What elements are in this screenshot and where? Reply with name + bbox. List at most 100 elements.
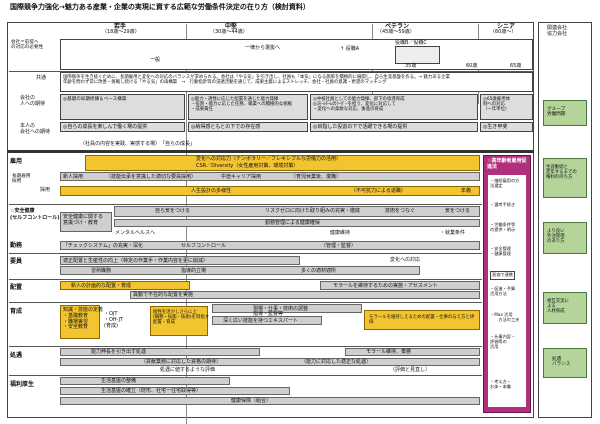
dev-ojt: ・OJT ・Off-JT (育成) [104, 311, 123, 329]
row-label-longterm: 長期雇用 採用 [12, 174, 31, 185]
row-label-hiring: 採用 [40, 187, 51, 193]
personal-expect-1-text: ◎自らの成長を楽しんで働く場の提供 [63, 124, 148, 130]
company-expect-3-text: ◎中核社員としての能力発揮、部下の指導育成 ◎ｽﾓｰﾙﾁｰﾑのﾘｰﾀﾞｰを担う、… [313, 97, 405, 113]
welfare-band-2: 生活基盤の確立（財形、社宅一住宅取得等） [60, 387, 290, 395]
timeline-box [60, 39, 533, 70]
treatment-text-5: モラール維持、奏勝 [366, 349, 412, 355]
life-design-text: 人生設計の多様性 [191, 188, 232, 194]
company-expect-1-text: ◎基礎の早期修練＆ベース構築 [63, 97, 127, 102]
dev-morale: モラールを維持しえるための配置・仕事の与え方と評価 [364, 310, 480, 330]
dev-morale-text: モラールを維持しえるための配置・仕事の与え方と評価 [369, 315, 475, 326]
check-system-band: 「チェックシステム」の充実・深化 セルフコントロール （管理・監督） [60, 241, 480, 250]
green-box-3: より良い 外注管理 のあり方 [543, 222, 587, 254]
hiring-skill: （技能伝承を意識した適切な要員採用） [106, 173, 197, 180]
veteran-label: ベテラン [385, 23, 410, 30]
young-age: （18歳～29歳） [102, 29, 140, 35]
pink-item-2: ・選考手続き [490, 202, 516, 207]
life-design-band: 人生設計の多様性 （不可抗力による退職） 年義 [60, 186, 480, 196]
senior-age: （60歳～） [490, 29, 517, 35]
work-conditions: ・就業条件 [440, 230, 466, 236]
age-35: 35歳 [405, 63, 417, 69]
personal-expect-2-text: ◎納得感ともとの下での存在感 [191, 124, 261, 130]
treatment-text-3: 処遇に値するような評価 [160, 367, 216, 373]
row-label-staffing: 要員 [10, 258, 23, 265]
row-label-common: 共通 [36, 75, 47, 81]
row-divider [9, 204, 482, 205]
related-header: 関連会社 協力会社 [547, 25, 568, 37]
safety-education: 安全健康に関する 意識づけ・教育 [60, 212, 112, 232]
row-divider [9, 279, 482, 280]
mid-age: （30歳～44歳） [210, 29, 248, 35]
row-label-development: 育成 [10, 308, 23, 315]
staffing-text-3: 指導的立場 [181, 267, 207, 274]
treatment-morale: モラール維持、奏勝 [345, 348, 480, 356]
dev-individual-text: 個性を活かしさらに上 (職務・技能・技術)を目指す 配置・育成 [153, 310, 210, 326]
header-row: 若手 （18歳～29歳） 中堅 （30歳～44歳） ベテラン （45歳～59歳）… [60, 23, 533, 38]
dev-individual: 個性を活かしさらに上 (職務・技能・技術)を目指す 配置・育成 [150, 306, 210, 336]
self-control-text: セルフコントロール [181, 242, 227, 249]
premise-label: 会社＝前提へ の対応の必要性 [11, 40, 44, 51]
row-label-personal-expect: 本人の 会社への期待 [20, 123, 51, 135]
common-text: 国際競争を生き抜くために、長期雇用と変化への対応のバランスが求められる。会社は「… [63, 75, 450, 86]
staffing-text-4: 多くの適材適所 [301, 267, 337, 274]
hiring-band: 新人採用 （技能伝承を意識した適切な要員採用） 中途キャリア採用 （育児休業後、… [60, 172, 480, 181]
pink-item-9: ・考え方・ お体・本働 [490, 379, 511, 389]
row-divider [9, 302, 482, 303]
elderly-title: ☆高年齢者雇用促進法 [487, 158, 527, 170]
placement-band: 異動で不在的な配置を実施 [130, 291, 480, 299]
pink-chip: 直協で連携 [490, 271, 515, 280]
hiring-new: 新人採用 [63, 173, 84, 180]
mid-label: 中堅 [225, 23, 238, 30]
placement-morale: モラールを維持するための実施・アセスメント [320, 281, 480, 290]
row-label-employment: 雇用 [10, 158, 23, 165]
timeline-ladder [395, 46, 440, 64]
pink-item-4: ・安全管理 ・健康管理 [490, 246, 511, 256]
timeline-post-a: ↑ 役職A [340, 46, 360, 52]
pink-items-panel: ・継続雇用の方 法選定 ・選考手続き ・労働条件等 の提供・明示 ・安全管理 ・… [488, 175, 526, 407]
staffing-text-2: 習熟職務 [91, 267, 112, 274]
section-separator [7, 150, 534, 153]
green-text-4: 相互交流に よる 人材育成 [547, 299, 569, 315]
treatment-text-4: （能力に対応した適正な処遇） [301, 359, 372, 365]
row-divider [9, 346, 482, 347]
pink-item-1: ・継続雇用の方 法選定 [490, 178, 520, 188]
veteran-age: （45歳～59歳） [377, 29, 415, 35]
timeline-general: 一般 [150, 57, 161, 63]
work-management-text: 勤務管理による健康確保 [265, 220, 320, 226]
row-divider [9, 375, 482, 376]
company-expect-2-text: ◎能力・適性に応じた配置を通じた能力発揮 ・役割・能力に応じた任務、職業への積極… [191, 97, 292, 113]
personal-expect-4-text: ◎生き甲斐 [483, 124, 508, 130]
green-box-2: 生涯勤続と 定年するまでの 権利の持ち方 [543, 158, 587, 198]
row-label-placement: 配置 [10, 284, 23, 291]
dev-supervision-text: 現場・仕事・技術の調整 指導・監督等 [253, 305, 309, 318]
row-label-work: 勤務 [10, 242, 23, 249]
related-frame [538, 22, 592, 418]
dev-basic: 知識・技能の定着 ・基礎教育 ・職場実習 ・安全教育 [60, 305, 103, 339]
company-expect-3: ◎中核社員としての能力発揮、部下の指導育成 ◎ｽﾓｰﾙﾁｰﾑのﾘｰﾀﾞｰを担う、… [310, 94, 478, 120]
green-box-4: 相互交流に よる 人材育成 [543, 292, 587, 324]
staffing-band-2: 習熟職務 指導的立場 多くの適材適所 [60, 266, 420, 275]
health-maintain: 健康維持 [330, 230, 351, 236]
supervision-text: （管理・監督） [321, 242, 357, 249]
welfare-band-3: 健康保険（組合） [60, 397, 480, 405]
young-label: 若手 [114, 23, 127, 30]
pink-item-7: ・Max 活用 方法の工夫 [490, 312, 520, 322]
green-text-5: 処遇 バランス [552, 357, 571, 368]
timeline-ippan: 一律から選抜へ [245, 45, 281, 51]
staffing-change: 変化への対応 [390, 257, 421, 263]
green-text-3: より良い 外注管理 のあり方 [547, 229, 565, 245]
safety-tech: 技術をつなぐ [385, 208, 416, 214]
mental-health: メンタルヘルスへ [115, 230, 156, 236]
employment-band-2: CSR／Diversity（女性雇用対策、環境対策） [196, 163, 299, 169]
personal-expect-2: ◎納得感ともとの下での存在感 [188, 122, 308, 132]
welfare-text-2: 生活基盤の確立（財形、社宅一住宅取得等） [101, 388, 202, 394]
welfare-band-1: 生活基盤の整備 [60, 377, 230, 385]
dev-expert: 深く広い技能を持つエキスパート [212, 316, 322, 325]
row-label-company-expect: 会社の 人への期待 [20, 95, 46, 107]
work-management-band: 勤務管理による健康確保 [114, 219, 480, 227]
life-design-note: （不可抗力による退職） [351, 188, 406, 194]
treatment-text-2: （貢献業務に対応した資格の期待） [141, 359, 222, 365]
age-65: 65歳 [510, 63, 522, 69]
row-label-welfare: 福利厚生 [10, 381, 35, 388]
pink-item-6: ・促進・予算 活用方法 [490, 286, 516, 296]
